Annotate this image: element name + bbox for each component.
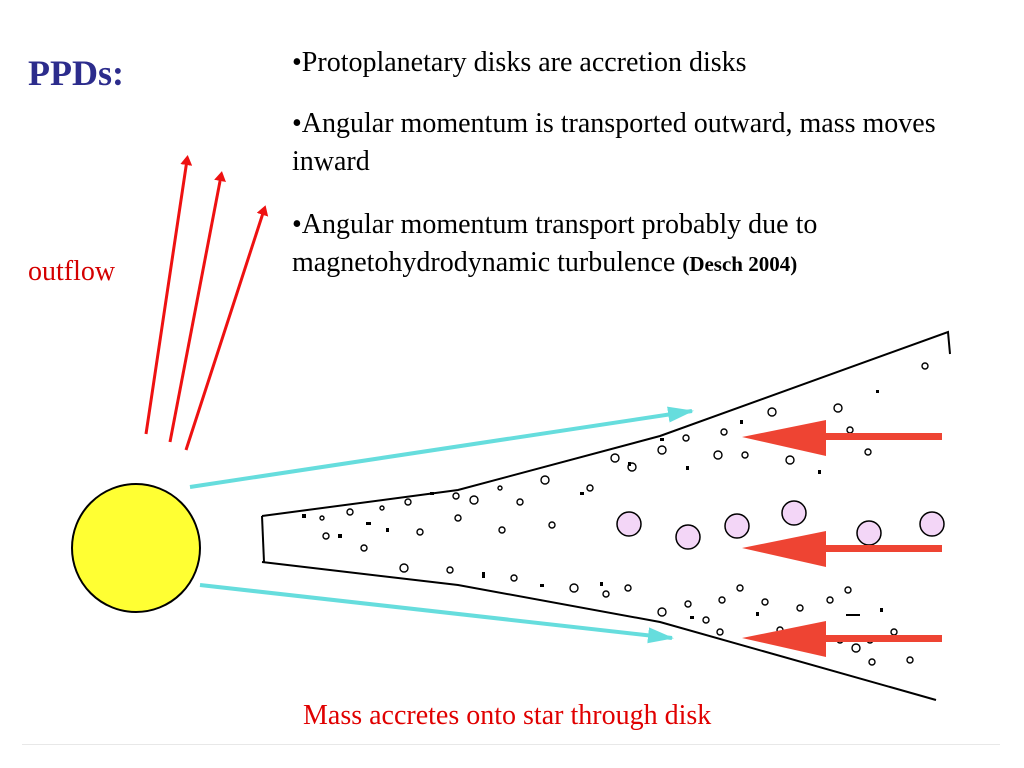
inflow-arrows [742,420,942,657]
star [71,483,201,613]
disk-lower-edge [261,561,937,701]
bullet-text: •Angular momentum transport probably due… [292,209,818,278]
large-particle [856,520,882,546]
large-particle [616,511,642,537]
angular-momentum-arrow [199,583,674,644]
large-particle [919,511,945,537]
large-particles [616,500,945,550]
inflow-arrow [742,420,942,456]
disk-upper-edge [261,330,951,517]
angular-momentum-arrow [189,406,694,489]
diagram-caption: Mass accretes onto star through disk [303,700,712,731]
bullet-text: •Protoplanetary disks are accretion disk… [292,47,747,78]
inflow-arrow [742,621,942,657]
outflow-label: outflow [28,256,116,287]
inflow-arrow [742,531,942,567]
citation: (Desch 2004) [682,252,798,276]
disk-inner-edge [261,515,265,563]
outflow-arrow [168,171,226,443]
large-particle [724,513,750,539]
bottom-divider [22,744,1000,745]
large-particle [781,500,807,526]
bullet-accretion-disks: •Protoplanetary disks are accretion disk… [292,44,992,82]
slide-title: PPDs: [28,53,124,93]
outflow-arrow [184,205,269,451]
outflow-arrow [144,155,193,435]
bullet-angular-momentum: •Angular momentum is transported outward… [292,105,992,181]
bullet-mhd-turbulence: •Angular momentum transport probably due… [292,206,992,283]
large-particle [675,524,701,550]
bullet-text: •Angular momentum is transported outward… [292,108,936,177]
